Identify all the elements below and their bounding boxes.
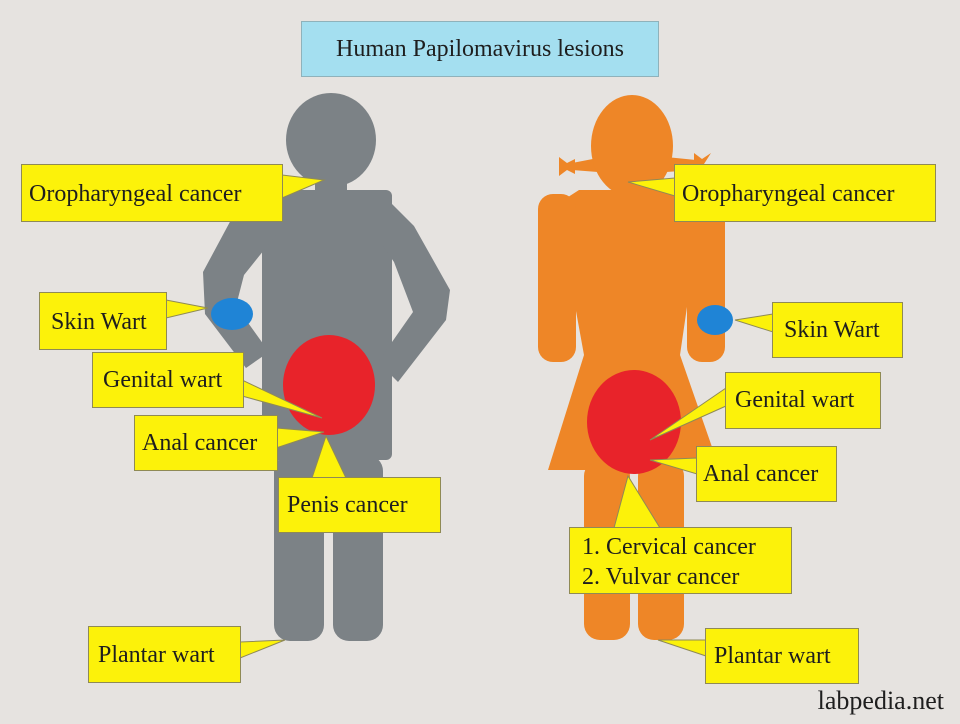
- label-female-genital-wart: Genital wart: [725, 372, 881, 429]
- female-head: [591, 95, 673, 197]
- label-male-plantar-wart: Plantar wart: [88, 626, 241, 683]
- diagram-title: Human Papilomavirus lesions: [301, 21, 659, 77]
- female-figure: [538, 95, 725, 640]
- pointer-male-skin-wart: [165, 299, 209, 319]
- male-head: [286, 93, 376, 187]
- label-male-genital-wart: Genital wart: [92, 352, 244, 408]
- label-female-vulvar-cancer: 2. Vulvar cancer: [582, 564, 740, 590]
- label-male-skin-wart: Skin Wart: [39, 292, 167, 350]
- label-male-anal-cancer: Anal cancer: [134, 415, 278, 471]
- label-female-anal-cancer: Anal cancer: [696, 446, 837, 502]
- pointer-female-skin-wart: [734, 313, 774, 333]
- label-male-oropharyngeal-cancer: Oropharyngeal cancer: [21, 164, 283, 222]
- pointer-male-plantar-wart: [239, 639, 286, 659]
- female-left-pigtail: [559, 157, 575, 176]
- male-skin-wart-mark: [211, 298, 253, 330]
- label-female-oropharyngeal-cancer: Oropharyngeal cancer: [674, 164, 936, 222]
- female-torso: [548, 190, 720, 470]
- label-female-cervical-vulvar: 1. Cervical cancer 2. Vulvar cancer: [569, 527, 792, 594]
- male-right-arm: [376, 192, 450, 382]
- label-male-penis-cancer: Penis cancer: [278, 477, 441, 533]
- label-female-plantar-wart: Plantar wart: [705, 628, 859, 684]
- female-left-arm: [538, 194, 576, 362]
- male-genital-lesion: [283, 335, 375, 435]
- female-skin-wart-mark: [697, 305, 733, 335]
- female-left-tie: [572, 158, 598, 172]
- pointer-female-plantar-wart: [657, 639, 707, 657]
- female-genital-lesion: [587, 370, 681, 474]
- label-female-cervical-cancer: 1. Cervical cancer: [582, 534, 756, 560]
- label-female-skin-wart: Skin Wart: [772, 302, 903, 358]
- watermark: labpedia.net: [817, 686, 944, 715]
